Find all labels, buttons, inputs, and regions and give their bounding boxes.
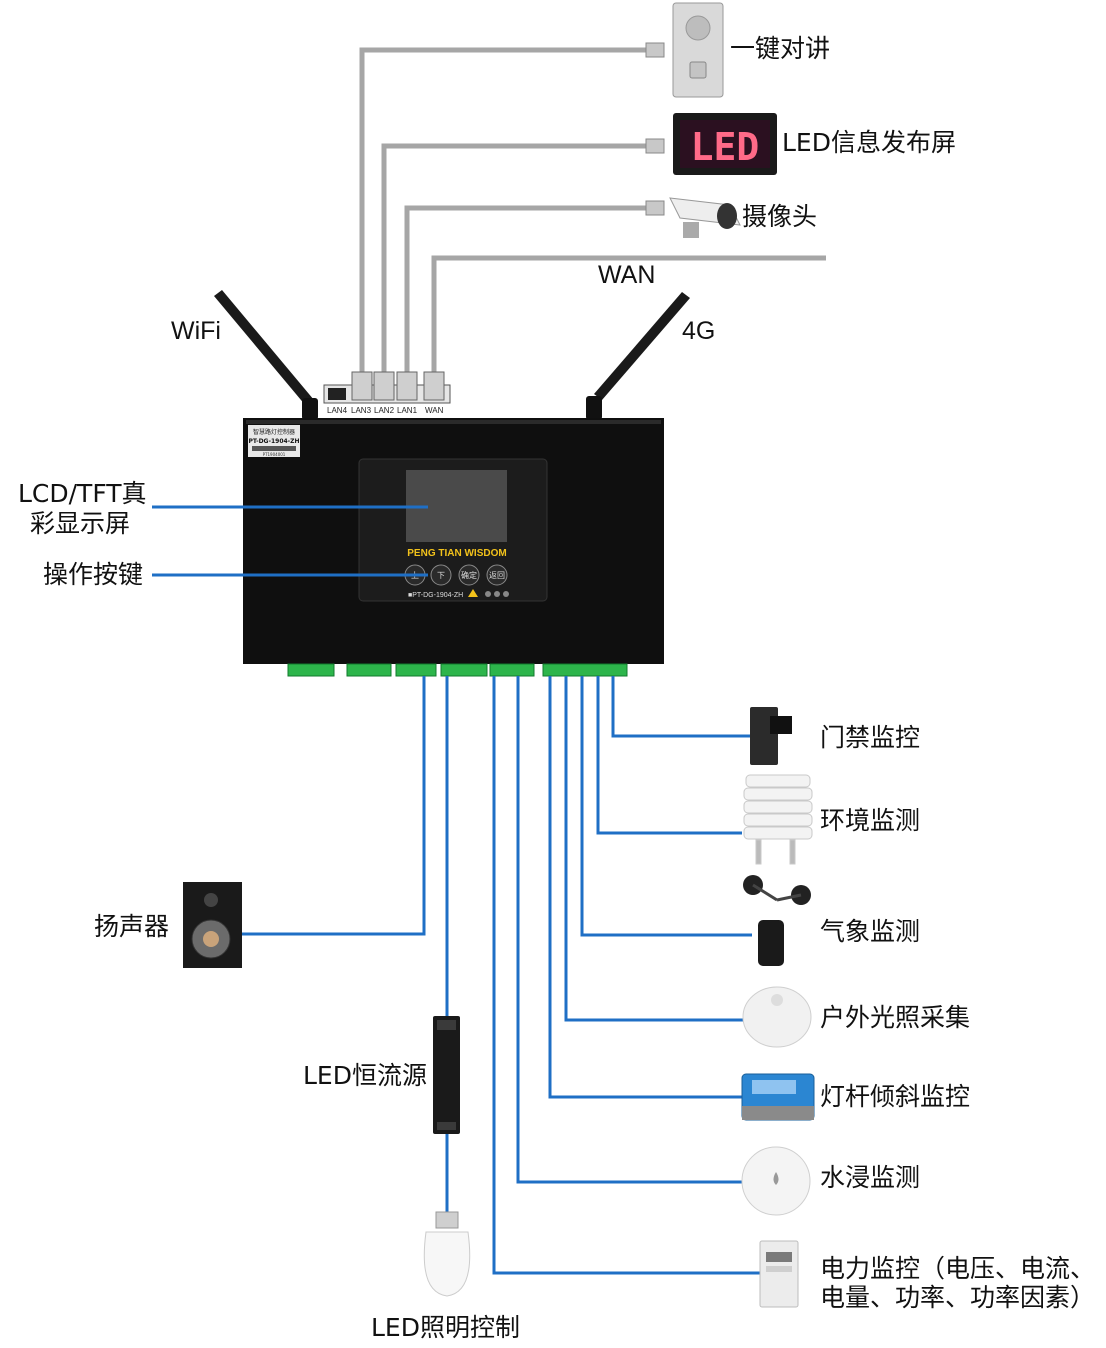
label-camera: 摄像头 [742,202,818,231]
cable-door [611,676,752,738]
water-sensor-icon [741,1146,811,1216]
led-sign-text: LED [691,125,760,169]
environment-sensor-icon [743,774,813,865]
label-led-lighting: LED照明控制 [371,1313,520,1342]
port-label-wan: WAN [425,406,444,415]
led-driver-icon [433,1016,460,1134]
cable-intercom [359,47,652,372]
label-4g: 4G [682,317,716,345]
label-door: 门禁监控 [820,723,921,752]
cable-weather [580,676,752,937]
led-screen-icon: LED [673,113,777,175]
port-labels: LAN4 LAN3 LAN2 LAN1 WAN [327,406,444,415]
port-label-lan4: LAN4 [327,406,348,415]
label-speaker: 扬声器 [94,912,170,941]
panel-model: ■PT-DG-1904-ZH [408,592,463,599]
cert-icon [503,591,509,597]
warning-icon [468,589,478,597]
label-tilt: 灯杆倾斜监控 [820,1082,971,1111]
label-wan: WAN [598,261,656,289]
terminal-blocks [287,663,628,677]
label-intercom: 一键对讲 [730,34,831,63]
label-water: 水浸监测 [820,1163,921,1192]
label-lcd-line1: LCD/TFT真 [18,479,147,508]
ethernet-cables [359,47,826,372]
cable-water [516,676,742,1184]
cable-tilt [548,676,742,1099]
nameplate-model: PT-DG-1904-ZH [248,438,299,445]
cable-led-screen [381,143,652,372]
port-label-lan2: LAN2 [374,406,395,415]
intercom-icon [672,2,724,98]
leader-lines [152,505,428,577]
label-lcd-line2: 彩显示屏 [30,509,131,538]
label-power-line1: 电力监控（电压、电流、 [820,1254,1096,1283]
port-label-lan3: LAN3 [351,406,372,415]
operation-keys: 上 下 确定 返回 [404,564,508,586]
label-light-sensor: 户外光照采集 [820,1003,971,1032]
rj45-connector-icon [645,200,665,216]
weather-station-icon [743,875,811,966]
cable-power-meter [492,676,760,1275]
cable-wan [431,255,826,372]
rj45-connector-icon [645,42,665,58]
key-back: 返回 [489,571,505,580]
label-weather: 气象监测 [820,917,921,946]
key-confirm: 确定 [461,570,477,580]
nameplate: 智慧路灯控制器 PT-DG-1904-ZH PT1904001 [248,425,300,457]
port-block [323,371,451,404]
power-meter-icon [759,1240,799,1308]
label-environment: 环境监测 [820,806,921,835]
label-keys: 操作按键 [43,560,144,589]
led-bulb-icon [423,1211,471,1297]
camera-icon [669,197,741,238]
cable-camera [404,205,652,372]
brand-label: PENG TIAN WISDOM [407,548,506,559]
tilt-sensor-icon [741,1073,815,1121]
cable-environment [596,676,742,835]
cable-speaker [242,676,426,936]
port-label-lan1: LAN1 [397,406,418,415]
speaker-icon [183,882,242,968]
label-led-driver: LED恒流源 [303,1061,427,1090]
label-power-line2: 电量、功率、功率因素） [820,1283,1096,1312]
4g-antenna-icon [586,292,690,420]
nameplate-serial: PT1904001 [263,452,286,457]
signal-cables [242,676,760,1275]
cable-light-sensor [564,676,744,1022]
key-down: 下 [437,571,445,580]
label-wifi: WiFi [171,317,221,345]
light-sensor-icon [742,986,812,1048]
cert-icon [485,591,491,597]
nameplate-title: 智慧路灯控制器 [253,428,295,436]
wifi-antenna-icon [214,290,318,420]
cert-icon [494,591,500,597]
door-sensor-icon [750,707,792,765]
label-led-screen: LED信息发布屏 [782,128,956,157]
rj45-connector-icon [645,138,665,154]
